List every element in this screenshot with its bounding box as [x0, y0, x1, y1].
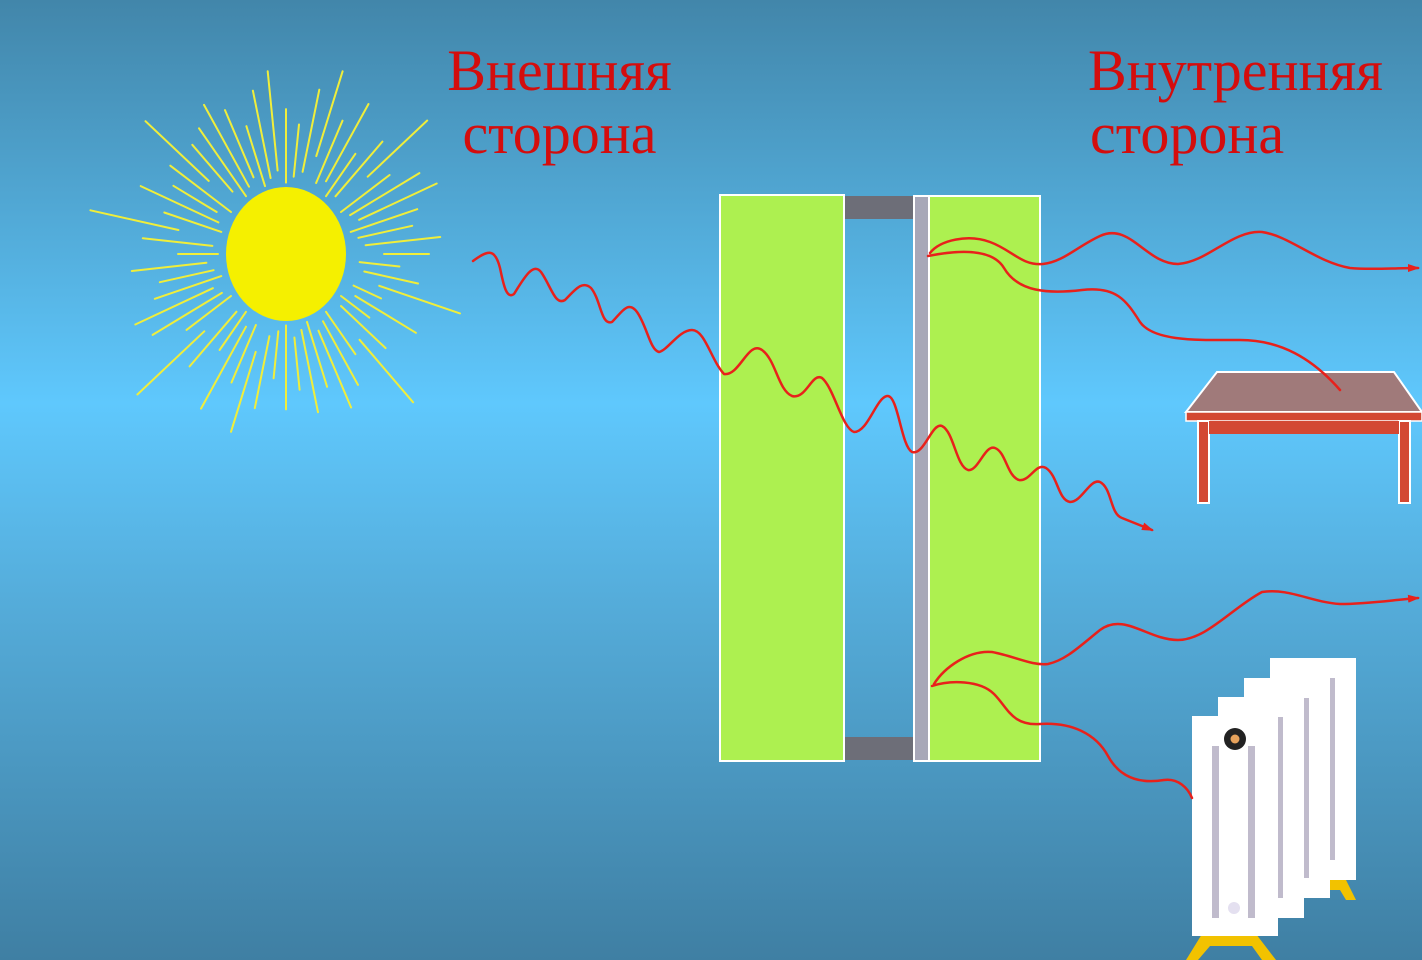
sun-ray — [293, 336, 301, 391]
sun-ray — [151, 291, 223, 336]
radiator-valve-core — [1230, 734, 1240, 744]
sun-ray — [300, 329, 319, 414]
sun-ray — [251, 89, 272, 179]
heat-rays — [471, 230, 1420, 800]
outer-side-label: Внешняя сторона — [432, 38, 687, 166]
sun-ray — [315, 119, 344, 184]
table-leg-left — [1197, 420, 1210, 504]
table-icon — [1183, 371, 1422, 504]
sun-ray — [130, 261, 208, 272]
ray-to-table — [926, 250, 1342, 392]
sun-ray — [334, 140, 384, 198]
radiator-fin-1b — [1248, 746, 1255, 918]
radiator-icon — [1186, 658, 1356, 960]
inner-side-label-line1: Внутренняя — [1088, 38, 1383, 103]
outer-glass-pane — [719, 194, 845, 762]
table-apron — [1185, 411, 1422, 422]
sun-ray — [354, 295, 417, 334]
sun-ray — [134, 287, 214, 326]
sun-ray — [172, 184, 218, 213]
reflected-ray-top — [928, 230, 1420, 273]
sun-ray — [141, 237, 214, 247]
sun-ray — [136, 330, 206, 396]
sun-ray — [358, 182, 438, 221]
radiator-fin-4 — [1328, 678, 1335, 860]
radiator-fin-2 — [1276, 717, 1283, 898]
low-e-coating — [913, 195, 930, 762]
sun-ray — [325, 310, 357, 356]
sun-ray — [315, 70, 344, 158]
sun-ray — [364, 236, 442, 247]
table-leg-right — [1398, 420, 1411, 504]
outer-side-label-line2: сторона — [462, 100, 657, 166]
sun-ray — [349, 208, 419, 233]
sun-ray — [301, 88, 321, 173]
sun-ray — [198, 127, 247, 198]
sun-ray — [245, 125, 266, 188]
sun-ray — [378, 284, 461, 315]
sun-disc — [226, 187, 346, 321]
sun-ray — [358, 338, 415, 404]
double-glazed-window — [719, 194, 1041, 762]
sun-ray — [317, 329, 353, 409]
sun-ray — [357, 224, 414, 239]
sun-ray — [325, 103, 370, 183]
sun-ray — [266, 70, 279, 172]
sun-ray — [306, 320, 329, 388]
sunlight-ray — [471, 251, 1154, 532]
sun-ray — [292, 123, 300, 178]
sun-ray — [185, 295, 232, 331]
sun-ray — [230, 350, 257, 433]
sun-ray — [340, 305, 387, 350]
sun-icon — [89, 70, 461, 433]
sun-rays — [89, 70, 461, 433]
sun-ray — [358, 261, 401, 268]
table-top — [1183, 371, 1422, 413]
sun-ray — [340, 295, 371, 319]
sun-ray — [366, 119, 429, 178]
sun-ray — [224, 109, 255, 179]
spacer-bottom — [842, 737, 918, 760]
sun-ray — [153, 275, 223, 300]
sun-ray — [139, 185, 220, 224]
sun-ray — [163, 211, 223, 233]
sun-ray — [272, 330, 280, 380]
sun-ray — [188, 310, 238, 368]
sun-ray — [203, 103, 250, 188]
radiator-section-1 — [1192, 716, 1278, 936]
ray-to-radiator — [930, 681, 1194, 800]
sun-ray — [144, 120, 210, 182]
sun-ray — [363, 270, 419, 285]
sun-ray — [340, 174, 391, 213]
sun-ray — [253, 335, 271, 410]
sun-ray — [352, 284, 382, 300]
sun-ray — [200, 325, 247, 410]
inner-glass-pane — [927, 195, 1041, 762]
sun-ray — [191, 143, 234, 193]
sun-ray — [218, 310, 247, 351]
sun-ray — [322, 320, 359, 386]
inner-side-label: Внутренняя сторона — [1088, 38, 1422, 166]
radiator-foot-front — [1186, 934, 1276, 960]
radiator-fin-3 — [1302, 698, 1309, 878]
sun-ray — [169, 164, 232, 213]
sun-ray — [230, 324, 257, 384]
reflected-ray-bottom — [932, 590, 1420, 686]
sun-ray — [89, 209, 180, 231]
sun-ray — [349, 172, 421, 217]
radiator-drain — [1228, 902, 1240, 914]
table-stretcher — [1209, 421, 1399, 434]
sun-ray — [325, 152, 357, 198]
inner-side-label-line2: сторона — [1090, 100, 1285, 166]
spacer-top — [842, 196, 918, 219]
sun-ray — [158, 269, 215, 284]
outer-side-label-line1: Внешняя — [447, 38, 672, 103]
radiator-fin-1a — [1212, 746, 1219, 918]
